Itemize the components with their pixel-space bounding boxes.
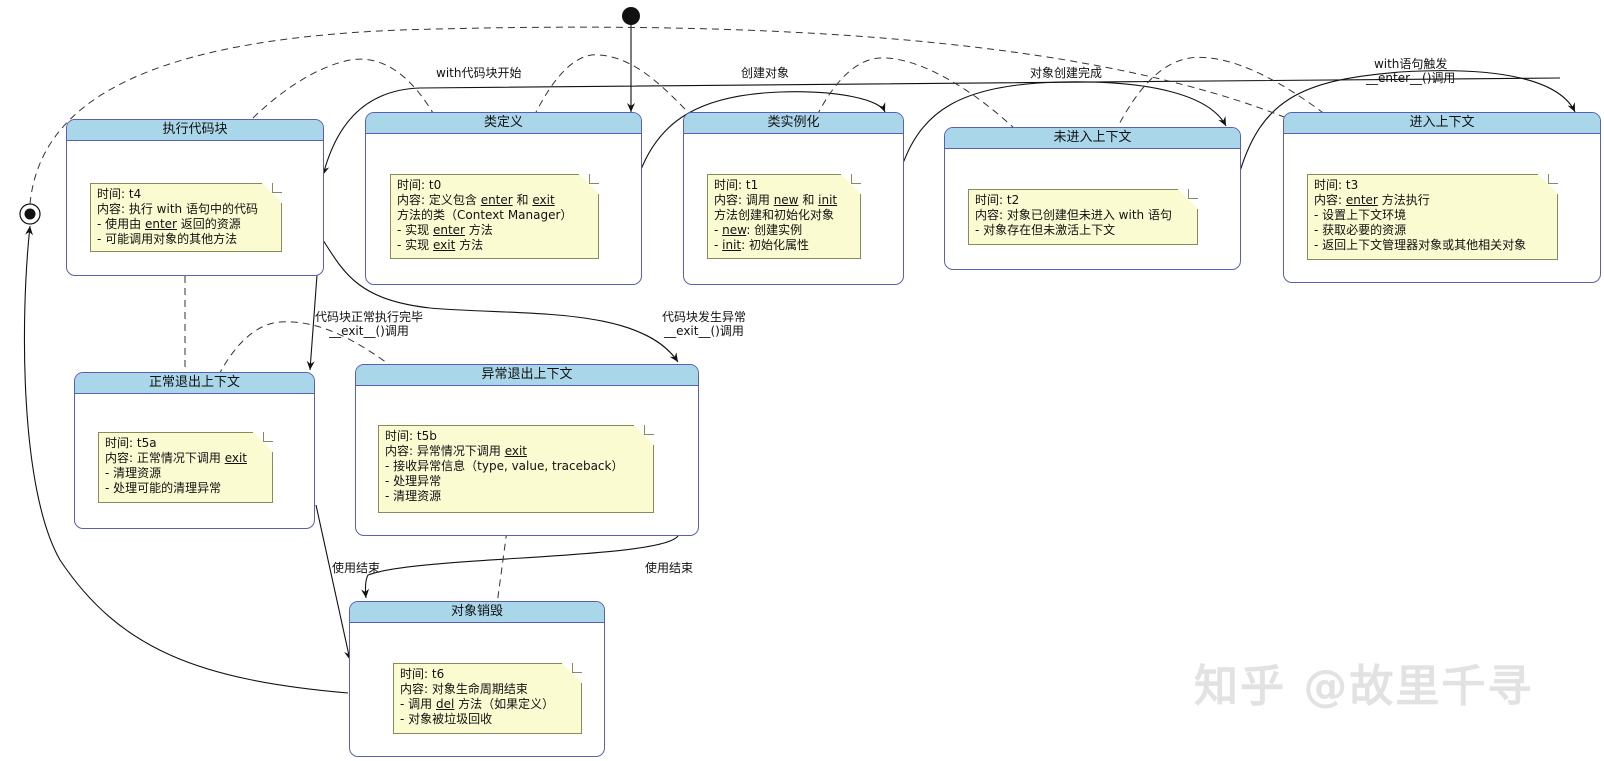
note-time: 时间: t0 — [397, 178, 442, 192]
note-line: - 对象被垃圾回收 — [400, 712, 493, 726]
note-line: 方法的类（Context Manager） — [397, 208, 573, 222]
edge-label-line: __enter__()调用 — [1366, 71, 1456, 85]
state-title: 执行代码块 — [67, 120, 323, 141]
edge-label-line: __exit__()调用 — [329, 324, 409, 338]
note-line: - 实现 exit 方法 — [397, 238, 484, 252]
edge-label-exception: 代码块发生异常 __exit__()调用 — [662, 310, 746, 338]
state-title: 进入上下文 — [1284, 113, 1600, 134]
edge-classdef-to-inst — [639, 91, 886, 173]
note-line: - 设置上下文环境 — [1314, 208, 1407, 222]
edge-label-end-left: 使用结束 — [332, 561, 381, 575]
note-line: 内容: 正常情况下调用 exit — [105, 451, 247, 465]
edge-destroy-to-final — [23, 225, 349, 694]
final-node-dot — [24, 208, 36, 220]
note-t3: 时间: t3 内容: enter 方法执行 - 设置上下文环境 - 获取必要的资… — [1307, 174, 1558, 260]
note-line: 方法创建和初始化对象 — [714, 208, 835, 222]
note-time: 时间: t1 — [714, 178, 759, 192]
note-t5a: 时间: t5a 内容: 正常情况下调用 exit - 清理资源 - 处理可能的清… — [98, 432, 273, 503]
edge-label-create-obj: 创建对象 — [741, 66, 790, 80]
state-title: 对象销毁 — [350, 602, 604, 623]
edge-label-line: with语句触发 — [1373, 57, 1448, 71]
note-line: - 使用由 enter 返回的资源 — [97, 217, 241, 231]
note-time: 时间: t4 — [97, 187, 142, 201]
note-time: 时间: t5a — [105, 436, 157, 450]
note-line: - 清理资源 — [105, 466, 162, 480]
note-t1: 时间: t1 内容: 调用 new 和 init 方法创建和初始化对象 - ne… — [707, 174, 861, 259]
edge-label-normal-done: 代码块正常执行完毕 __exit__()调用 — [315, 310, 423, 338]
note-line: 内容: 定义包含 enter 和 exit — [397, 193, 555, 207]
note-t6: 时间: t6 内容: 对象生命周期结束 - 调用 del 方法（如果定义） - … — [393, 663, 582, 734]
note-t4: 时间: t4 内容: 执行 with 语句中的代码 - 使用由 enter 返回… — [90, 183, 282, 252]
edge-label-line: 代码块发生异常 — [662, 310, 747, 324]
edge-label-obj-created: 对象创建完成 — [1030, 66, 1103, 80]
note-line: - 获取必要的资源 — [1314, 223, 1407, 237]
edge-label-line: 代码块正常执行完毕 — [315, 310, 424, 324]
note-time: 时间: t3 — [1314, 178, 1359, 192]
note-line: - init: 初始化属性 — [714, 238, 809, 252]
note-t0: 时间: t0 内容: 定义包含 enter 和 exit 方法的类（Contex… — [390, 174, 599, 259]
dash-t4-final — [29, 26, 1391, 205]
note-line: 内容: 异常情况下调用 exit — [385, 444, 527, 458]
edge-label-with-trigger: with语句触发 __enter__()调用 — [1366, 57, 1455, 85]
edge-label-line: __exit__()调用 — [664, 324, 744, 338]
note-time: 时间: t2 — [975, 193, 1020, 207]
state-title: 异常退出上下文 — [356, 365, 698, 386]
edge-exc-to-destroy — [361, 532, 680, 599]
edge-label-with-start: with代码块开始 — [436, 66, 522, 80]
state-title: 正常退出上下文 — [75, 373, 314, 394]
note-time: 时间: t6 — [400, 667, 445, 681]
state-title: 类定义 — [366, 113, 641, 134]
note-line: - 处理异常 — [385, 474, 442, 488]
note-line: - 返回上下文管理器对象或其他相关对象 — [1314, 238, 1527, 252]
note-time: 时间: t5b — [385, 429, 437, 443]
edge-normal-to-destroy — [315, 504, 352, 661]
watermark: 知乎 @故里千寻 — [1194, 661, 1534, 712]
note-t5b: 时间: t5b 内容: 异常情况下调用 exit - 接收异常信息（type, … — [378, 425, 654, 513]
note-line: 内容: 执行 with 语句中的代码 — [97, 202, 258, 216]
note-line: - 接收异常信息（type, value, traceback） — [385, 459, 624, 473]
note-line: 内容: 对象已创建但未进入 with 语句 — [975, 208, 1172, 222]
note-line: 内容: 调用 new 和 init — [714, 193, 838, 207]
state-title: 未进入上下文 — [945, 128, 1240, 149]
note-line: 内容: enter 方法执行 — [1314, 193, 1430, 207]
note-line: - 对象存在但未激活上下文 — [975, 223, 1116, 237]
edge-exec-to-exc — [322, 239, 679, 363]
edge-exec-to-normal — [306, 274, 318, 371]
note-line: - 处理可能的清理异常 — [105, 481, 222, 495]
note-line: 内容: 对象生命周期结束 — [400, 682, 528, 696]
edge-label-end-right: 使用结束 — [645, 561, 694, 575]
note-line: - 可能调用对象的其他方法 — [97, 232, 238, 246]
note-line: - 实现 enter 方法 — [397, 223, 493, 237]
note-line: - 调用 del 方法（如果定义） — [400, 697, 555, 711]
edge-notentered-to-entered — [1237, 70, 1576, 179]
note-t2: 时间: t2 内容: 对象已创建但未进入 with 语句 - 对象存在但未激活上… — [968, 189, 1198, 245]
note-line: - new: 创建实例 — [714, 223, 803, 237]
initial-node — [622, 7, 640, 25]
edge-entered-to-exec — [321, 77, 1561, 176]
note-line: - 清理资源 — [385, 489, 442, 503]
state-title: 类实例化 — [684, 113, 903, 134]
